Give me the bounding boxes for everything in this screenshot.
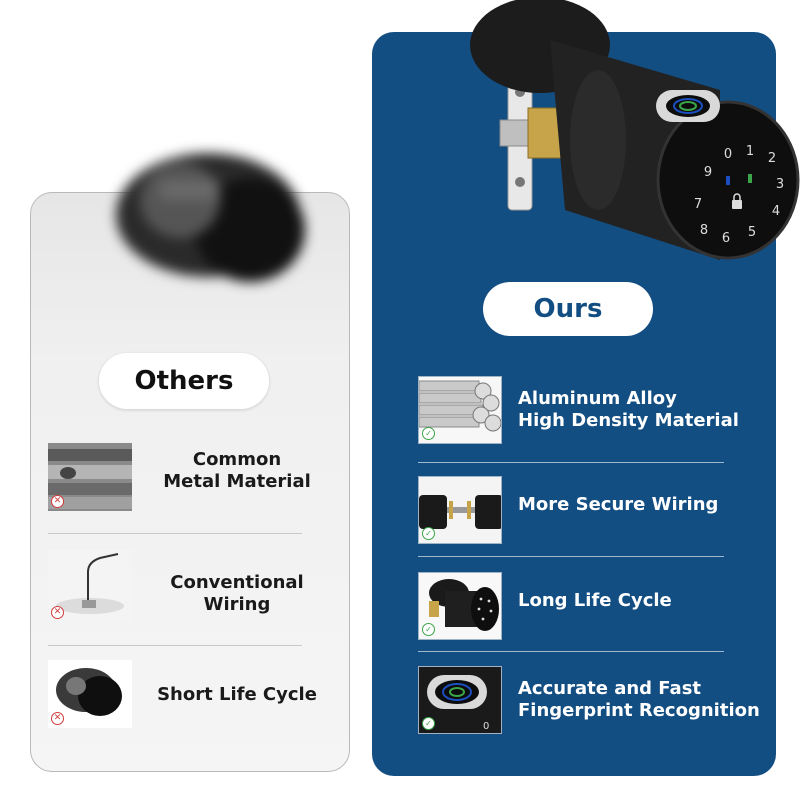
aluminum-rods-thumbnail: ✓ [418, 376, 502, 444]
keypad-digit: 4 [772, 204, 780, 219]
divider [418, 462, 724, 463]
divider [418, 651, 724, 652]
check-icon: ✓ [422, 427, 435, 440]
ours-item-label: Long Life Cycle [518, 590, 672, 611]
others-item-metal: ✕ Common Metal Material [48, 443, 330, 513]
keypad-digit: 1 [746, 144, 754, 159]
keypad-digit: 8 [700, 223, 708, 238]
smart-lock-product-image: 0 2 3 4 5 6 8 7 9 1 [470, 0, 800, 260]
ours-item-label: Accurate and Fast [518, 678, 702, 699]
keypad-digit: 7 [694, 197, 702, 212]
secure-wiring-thumbnail: ✓ [418, 476, 502, 544]
keypad-digit: 5 [748, 225, 756, 240]
ours-item-label: Aluminum Alloy [518, 388, 677, 409]
keypad-digit: 0 [483, 721, 489, 732]
wiring-thumbnail: ✕ [48, 550, 132, 622]
divider [418, 556, 724, 557]
keypad-digit: 3 [776, 177, 784, 192]
cross-icon: ✕ [51, 495, 64, 508]
check-icon: ✓ [422, 527, 435, 540]
ours-title: Ours [483, 282, 653, 336]
blurred-knob-image [116, 153, 305, 282]
keypad-digit: 6 [722, 231, 730, 246]
others-item-label: Short Life Cycle [157, 684, 317, 705]
fingerprint-thumbnail: 0 ✓ [418, 666, 502, 734]
cross-icon: ✕ [51, 712, 64, 725]
ours-item-label: More Secure Wiring [518, 494, 719, 515]
others-item-lifecycle: ✕ Short Life Cycle [48, 660, 330, 730]
lock-thumbnail: ✓ [418, 572, 502, 640]
others-title: Others [99, 353, 269, 409]
others-item-label: Metal Material [163, 471, 311, 492]
divider [48, 533, 302, 534]
cross-icon: ✕ [51, 606, 64, 619]
check-icon: ✓ [422, 623, 435, 636]
ours-item-label: Fingerprint Recognition [518, 700, 760, 721]
check-icon: ✓ [422, 717, 435, 730]
keypad-digit: 9 [704, 165, 712, 180]
others-item-label: Conventional Wiring [170, 572, 304, 615]
divider [48, 645, 302, 646]
others-item-wiring: ✕ Conventional Wiring [48, 550, 330, 622]
metal-pipes-thumbnail: ✕ [48, 443, 132, 511]
keypad-digit: 2 [768, 151, 776, 166]
keypad-digit: 0 [724, 147, 732, 162]
ours-item-label: High Density Material [518, 410, 739, 431]
others-item-label: Common [192, 449, 282, 470]
knob-thumbnail: ✕ [48, 660, 132, 728]
